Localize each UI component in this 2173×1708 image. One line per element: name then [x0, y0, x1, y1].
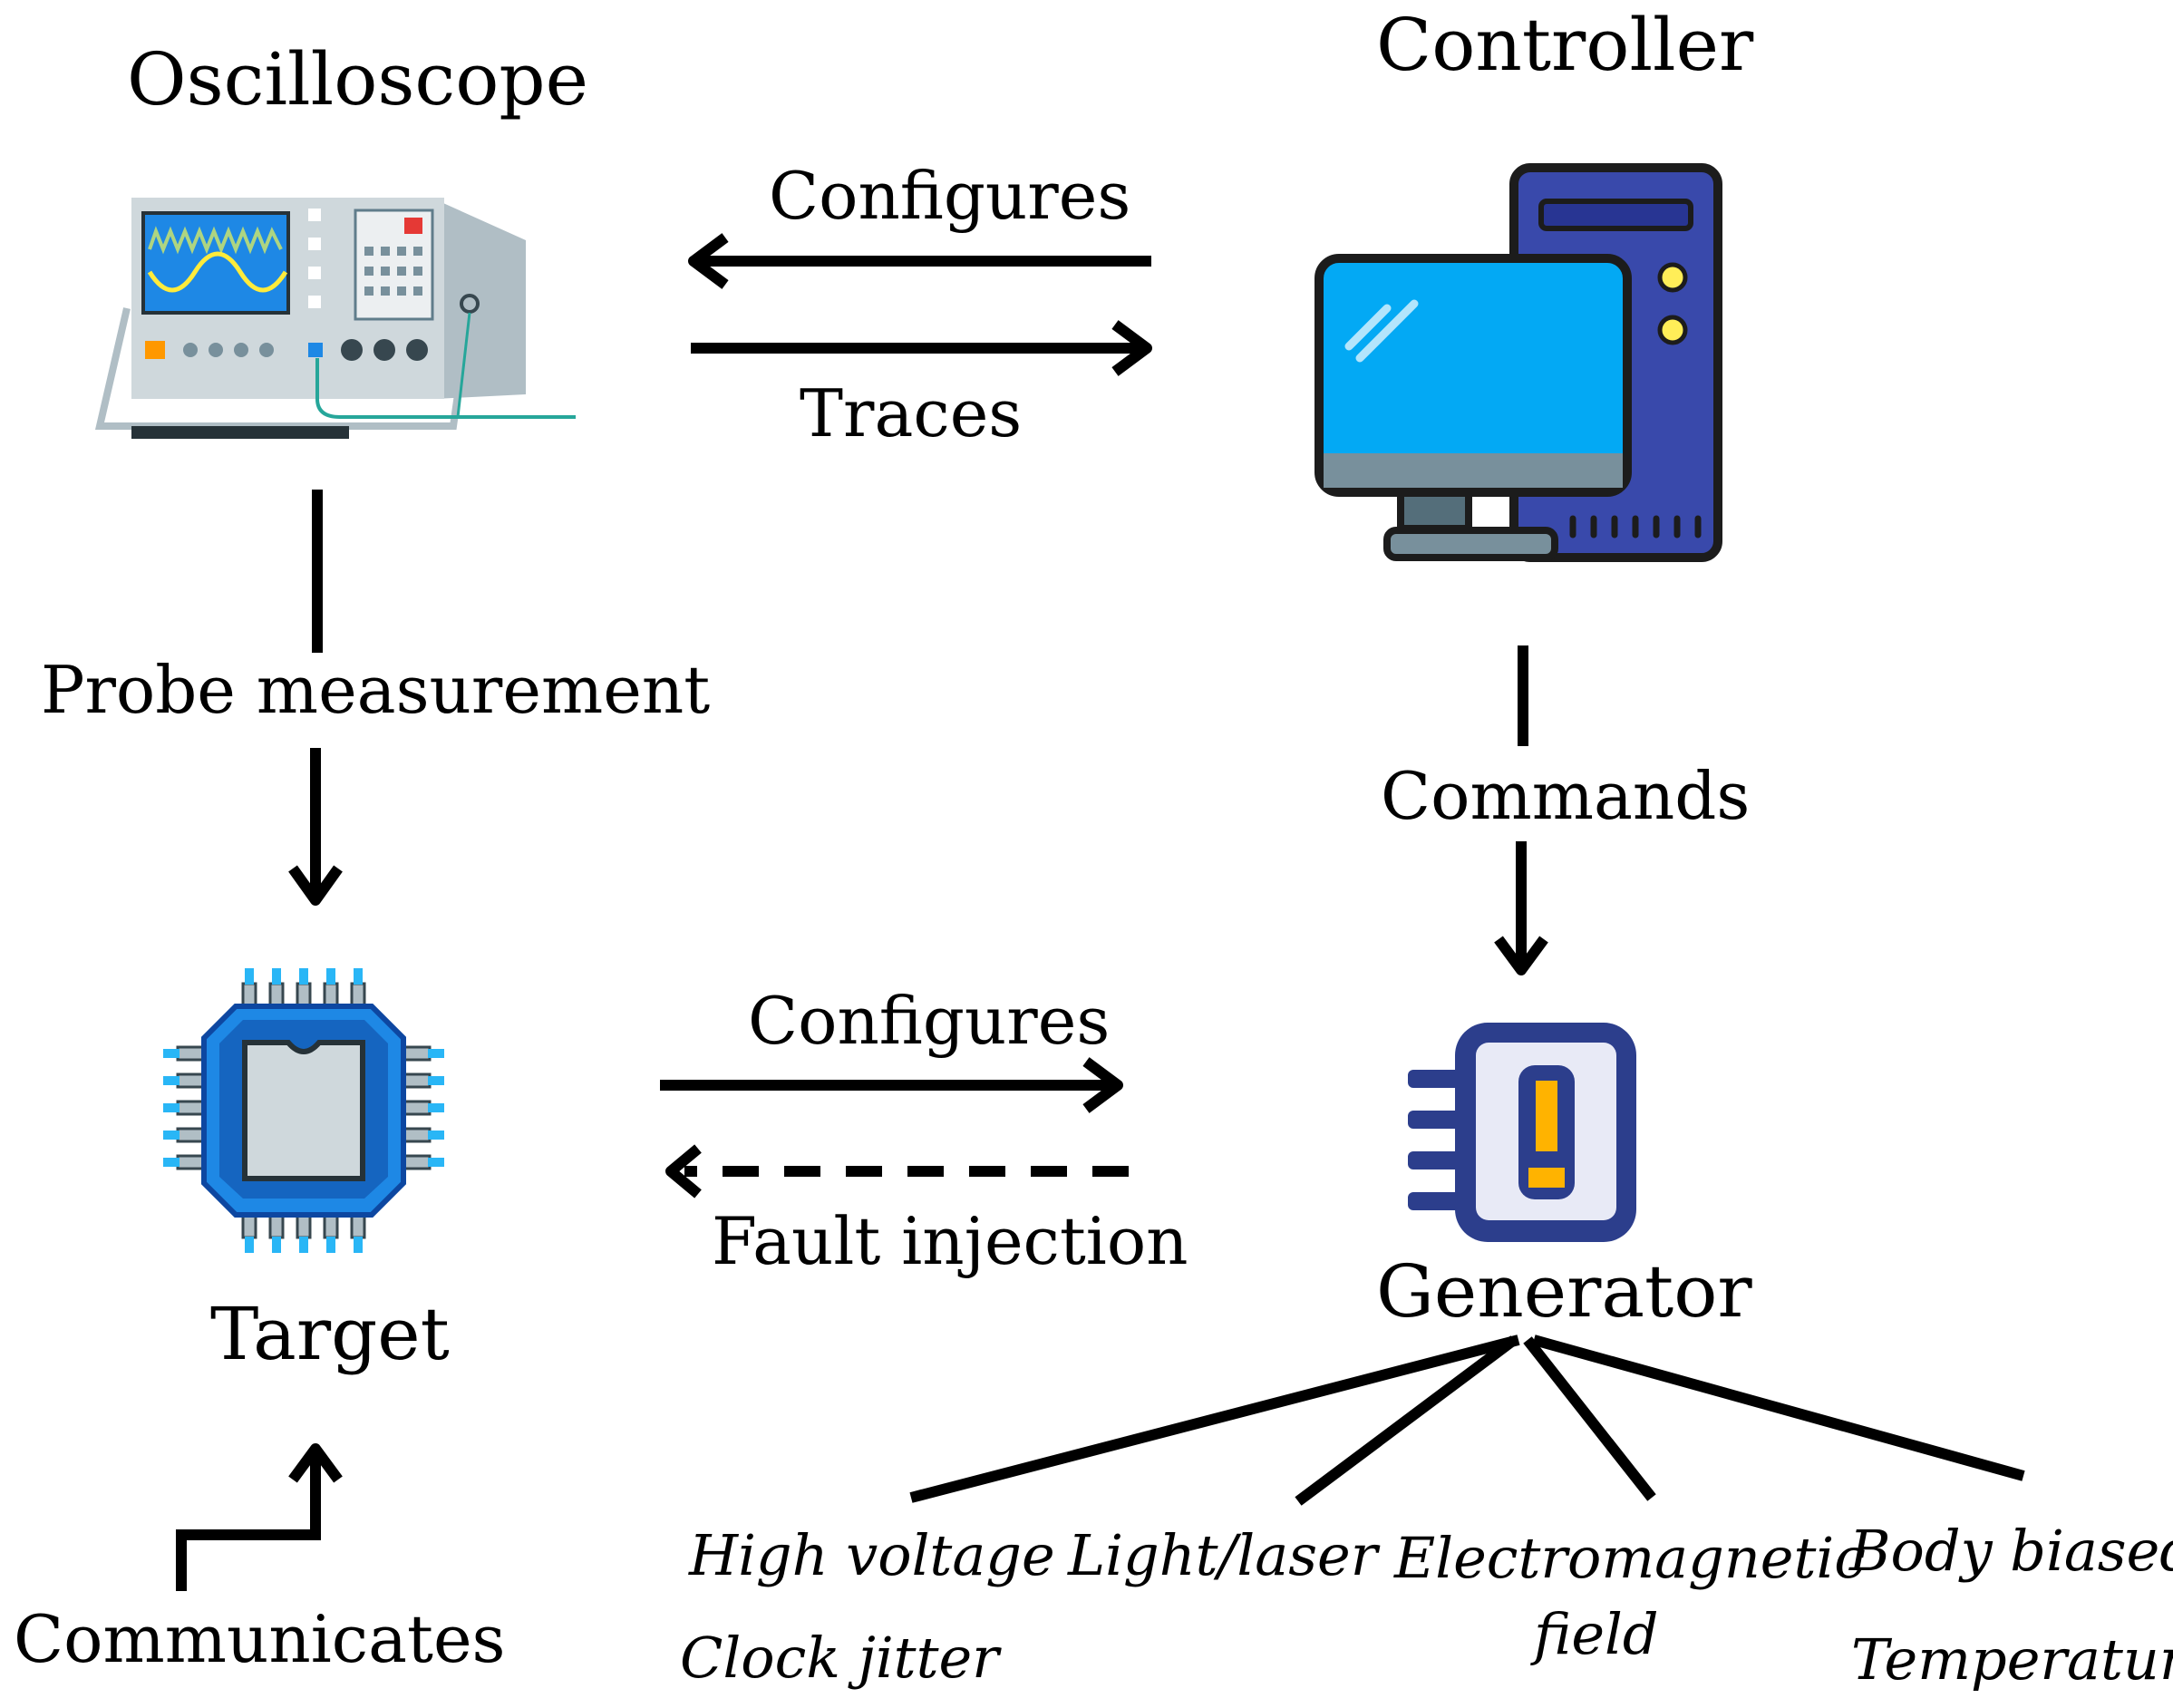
connectors — [176, 233, 2025, 1591]
generator-icon — [1408, 1023, 1636, 1242]
communicates-label: Communicates — [14, 1601, 506, 1677]
fanout-high-voltage — [909, 1334, 1520, 1503]
oscilloscope-icon — [94, 198, 576, 439]
communicates-line — [176, 1451, 321, 1591]
generator-title: Generator — [1376, 1249, 1752, 1334]
method-light-laser: Light/laser — [1068, 1522, 1378, 1588]
configures-generator-arrowhead — [1082, 1057, 1123, 1113]
configures-scope-arrowhead — [688, 233, 729, 289]
oscilloscope-title: Oscilloscope — [127, 37, 588, 121]
controller-title: Controller — [1376, 3, 1754, 87]
microchip-icon — [163, 968, 444, 1253]
commands-label: Commands — [1381, 758, 1751, 834]
fanout-body-biased — [1532, 1334, 2025, 1481]
probe-arrowhead — [288, 865, 343, 906]
fault-injection-label: Fault injection — [712, 1203, 1188, 1279]
configures-generator-label: Configures — [748, 983, 1111, 1059]
traces-arrowhead — [1111, 320, 1152, 376]
fault-injection-arrowhead — [665, 1144, 702, 1199]
method-body-biased: Body biased — [1849, 1518, 2173, 1584]
fanout-electromagnetic — [1523, 1336, 1656, 1501]
probe-measurement-label: Probe measurement — [41, 652, 711, 728]
computer-icon — [1314, 163, 1722, 562]
configures-scope-label: Configures — [769, 158, 1131, 234]
commands-arrowhead — [1494, 936, 1548, 975]
method-clock-jitter: Clock jitter — [680, 1625, 999, 1691]
fanout-light-laser — [1295, 1335, 1518, 1506]
traces-label: Traces — [800, 375, 1023, 451]
communicates-arrowhead — [288, 1443, 343, 1483]
method-high-voltage: High voltage — [689, 1522, 1055, 1588]
method-electromagnetic-line1: Electromagnetic — [1394, 1525, 1866, 1591]
target-title: Target — [210, 1292, 450, 1376]
method-temperature: Temperature — [1851, 1626, 2173, 1693]
method-electromagnetic-line2: field — [1534, 1601, 1659, 1667]
